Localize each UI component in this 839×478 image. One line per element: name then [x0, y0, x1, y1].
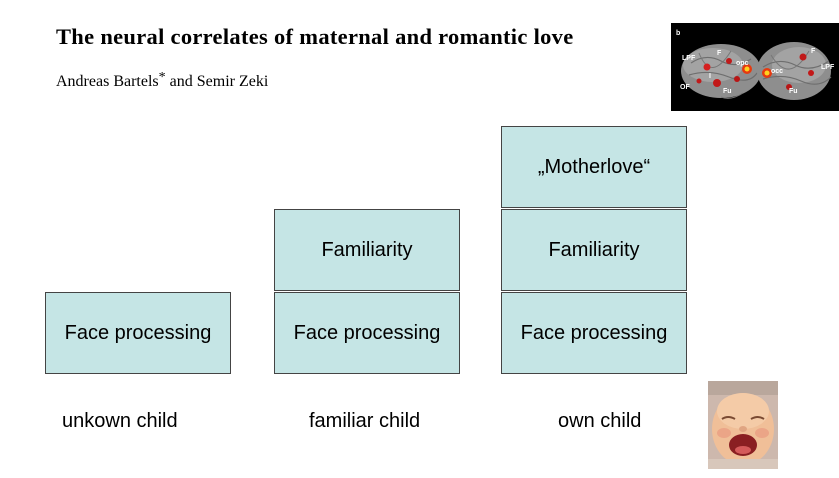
brain-region-label: LPF [682, 55, 696, 62]
brain-region-label: Fu [789, 88, 798, 95]
brain-scan-image: b LPF F opc OF I Fu F occ LPF [671, 23, 839, 111]
brain-region-label: OF [680, 84, 690, 91]
brain-region-label: F [717, 50, 722, 57]
own-child-caption: own child [558, 410, 642, 432]
brain-region-label: I [709, 73, 711, 80]
authors-rest: and Semir Zeki [165, 73, 269, 90]
familiarity-box: Familiarity [501, 209, 687, 291]
brain-region-label: occ [771, 68, 783, 75]
motherlove-box: „Motherlove“ [501, 126, 687, 208]
brain-region-label: Fu [723, 88, 732, 95]
paper-authors: Andreas Bartels* and Semir Zeki [56, 70, 268, 91]
unknown-child-caption: unkown child [62, 410, 178, 432]
baby-photo [708, 381, 778, 469]
brain-region-label: opc [736, 60, 749, 67]
brain-panel-label: b [676, 30, 680, 37]
authors-first: Andreas Bartels [56, 73, 159, 90]
paper-title: The neural correlates of maternal and ro… [56, 24, 574, 49]
brain-region-label: LPF [821, 64, 835, 71]
face-processing-box: Face processing [501, 292, 687, 374]
author-footnote-mark: * [158, 70, 166, 85]
familiar-child-caption: familiar child [309, 410, 421, 432]
familiarity-box: Familiarity [274, 209, 460, 291]
face-processing-box: Face processing [274, 292, 460, 374]
face-processing-box: Face processing [45, 292, 231, 374]
brain-region-label: F [811, 48, 816, 55]
